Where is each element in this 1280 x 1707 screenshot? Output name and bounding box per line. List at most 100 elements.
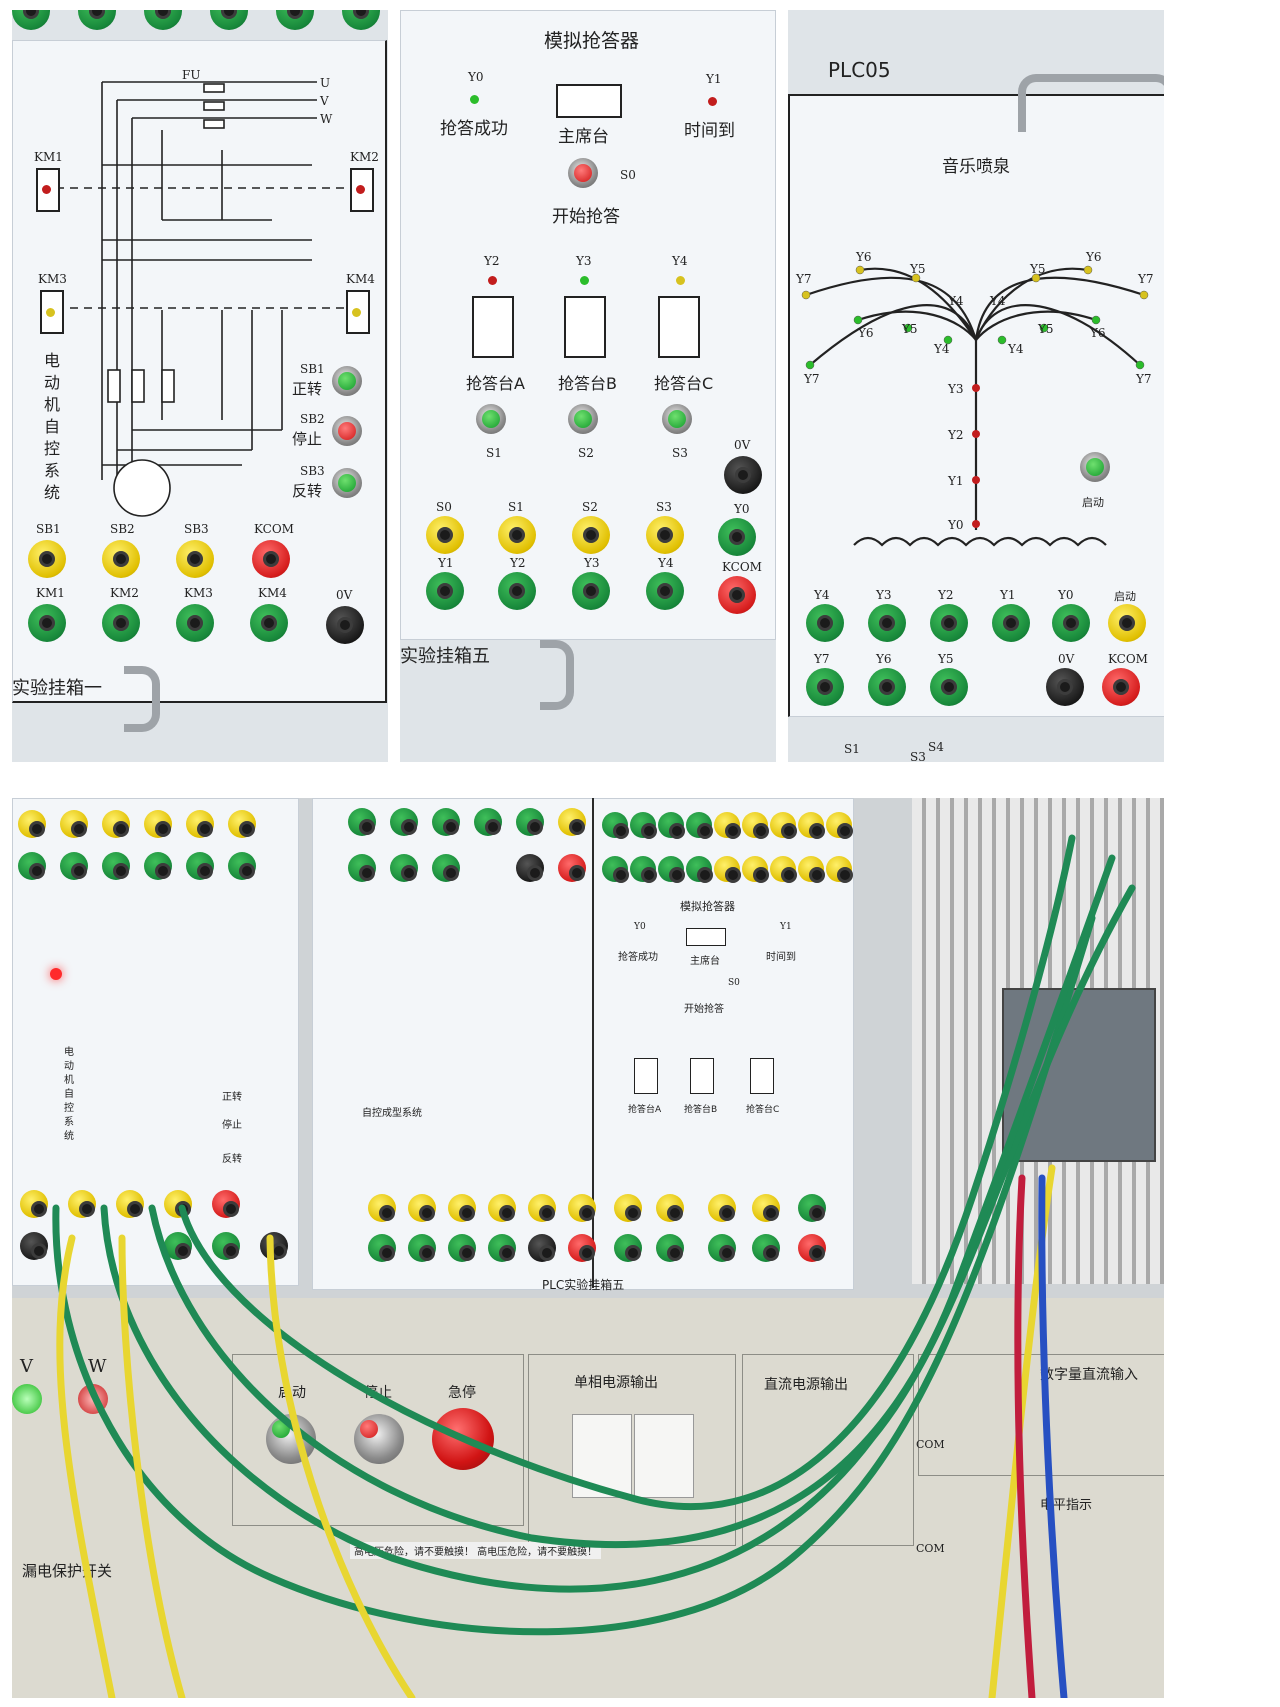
km2-jack[interactable] xyxy=(102,604,140,642)
bench-jack[interactable] xyxy=(488,1194,516,1222)
bench-jack[interactable] xyxy=(752,1194,780,1222)
bench-jack[interactable] xyxy=(528,1234,556,1262)
y2-jack[interactable] xyxy=(498,572,536,610)
bench-jack[interactable] xyxy=(368,1234,396,1262)
y1-jack[interactable] xyxy=(426,572,464,610)
bench-jack[interactable] xyxy=(20,1232,48,1260)
power-socket[interactable] xyxy=(634,1414,694,1498)
bench-jack[interactable] xyxy=(656,1234,684,1262)
bench-jack[interactable] xyxy=(20,1190,48,1218)
bench-jack[interactable] xyxy=(60,810,88,838)
bench-jack[interactable] xyxy=(488,1234,516,1262)
sb3-reverse-button[interactable] xyxy=(332,468,362,498)
bench-jack[interactable] xyxy=(656,1194,684,1222)
panel-handle[interactable] xyxy=(124,666,160,732)
y2-jack[interactable] xyxy=(930,604,968,642)
bench-jack[interactable] xyxy=(144,852,172,880)
bench-jack[interactable] xyxy=(260,1232,288,1260)
y1-jack[interactable] xyxy=(992,604,1030,642)
km3-jack[interactable] xyxy=(176,604,214,642)
bench-jack[interactable] xyxy=(770,856,797,883)
bench-jack[interactable] xyxy=(798,1194,826,1222)
kcom-jack[interactable] xyxy=(1102,668,1140,706)
start-jack[interactable] xyxy=(1108,604,1146,642)
bench-jack[interactable] xyxy=(390,854,418,882)
bench-jack[interactable] xyxy=(102,810,130,838)
s1-button[interactable] xyxy=(476,404,506,434)
bench-jack[interactable] xyxy=(228,810,256,838)
bench-jack[interactable] xyxy=(516,854,544,882)
sb2-stop-button[interactable] xyxy=(332,416,362,446)
bench-jack[interactable] xyxy=(714,856,741,883)
top-jack[interactable] xyxy=(12,10,50,30)
top-jack[interactable] xyxy=(78,10,116,30)
bench-jack[interactable] xyxy=(212,1190,240,1218)
y4-jack[interactable] xyxy=(806,604,844,642)
bench-jack[interactable] xyxy=(826,856,853,883)
bench-jack[interactable] xyxy=(752,1234,780,1262)
bench-jack[interactable] xyxy=(144,810,172,838)
kcom-jack[interactable] xyxy=(252,540,290,578)
bench-jack[interactable] xyxy=(742,812,769,839)
bench-jack[interactable] xyxy=(798,856,825,883)
bench-jack[interactable] xyxy=(164,1232,192,1260)
y0-jack[interactable] xyxy=(1052,604,1090,642)
bench-jack[interactable] xyxy=(826,812,853,839)
s0-start-button[interactable] xyxy=(568,158,598,188)
km1-jack[interactable] xyxy=(28,604,66,642)
bench-jack[interactable] xyxy=(102,852,130,880)
bench-jack[interactable] xyxy=(432,808,460,836)
bench-jack[interactable] xyxy=(714,812,741,839)
bench-jack[interactable] xyxy=(18,810,46,838)
bench-jack[interactable] xyxy=(686,812,713,839)
s2-button[interactable] xyxy=(568,404,598,434)
bench-jack[interactable] xyxy=(408,1234,436,1262)
panel-handle[interactable] xyxy=(1018,74,1164,132)
y5-jack[interactable] xyxy=(930,668,968,706)
bench-jack[interactable] xyxy=(558,808,586,836)
sb1-jack[interactable] xyxy=(28,540,66,578)
s0-jack[interactable] xyxy=(426,516,464,554)
y0-jack[interactable] xyxy=(718,518,756,556)
y7-jack[interactable] xyxy=(806,668,844,706)
bench-jack[interactable] xyxy=(368,1194,396,1222)
sb1-forward-button[interactable] xyxy=(332,366,362,396)
bench-jack[interactable] xyxy=(708,1194,736,1222)
bench-jack[interactable] xyxy=(630,812,657,839)
bench-jack[interactable] xyxy=(602,856,629,883)
bench-jack[interactable] xyxy=(164,1190,192,1218)
bench-jack[interactable] xyxy=(60,852,88,880)
bench-jack[interactable] xyxy=(408,1194,436,1222)
bench-jack[interactable] xyxy=(212,1232,240,1260)
bench-jack[interactable] xyxy=(770,812,797,839)
bench-jack[interactable] xyxy=(558,854,586,882)
bench-jack[interactable] xyxy=(742,856,769,883)
bench-jack[interactable] xyxy=(686,856,713,883)
s3-button[interactable] xyxy=(662,404,692,434)
bench-jack[interactable] xyxy=(798,1234,826,1262)
bench-jack[interactable] xyxy=(474,808,502,836)
panel-handle[interactable] xyxy=(540,640,574,710)
bench-jack[interactable] xyxy=(614,1194,642,1222)
zero-v-jack[interactable] xyxy=(724,456,762,494)
bench-jack[interactable] xyxy=(630,856,657,883)
s1-jack[interactable] xyxy=(498,516,536,554)
bench-jack[interactable] xyxy=(116,1190,144,1218)
bench-jack[interactable] xyxy=(528,1194,556,1222)
zero-v-jack[interactable] xyxy=(1046,668,1084,706)
sb3-jack[interactable] xyxy=(176,540,214,578)
s2-jack[interactable] xyxy=(572,516,610,554)
km4-jack[interactable] xyxy=(250,604,288,642)
bench-jack[interactable] xyxy=(432,854,460,882)
top-jack[interactable] xyxy=(210,10,248,30)
y6-jack[interactable] xyxy=(868,668,906,706)
bench-jack[interactable] xyxy=(658,856,685,883)
bench-jack[interactable] xyxy=(798,812,825,839)
fountain-start-button[interactable] xyxy=(1080,452,1110,482)
bench-jack[interactable] xyxy=(18,852,46,880)
bench-jack[interactable] xyxy=(348,854,376,882)
bench-jack[interactable] xyxy=(614,1234,642,1262)
top-jack[interactable] xyxy=(144,10,182,30)
zero-v-jack[interactable] xyxy=(326,606,364,644)
bench-jack[interactable] xyxy=(186,852,214,880)
